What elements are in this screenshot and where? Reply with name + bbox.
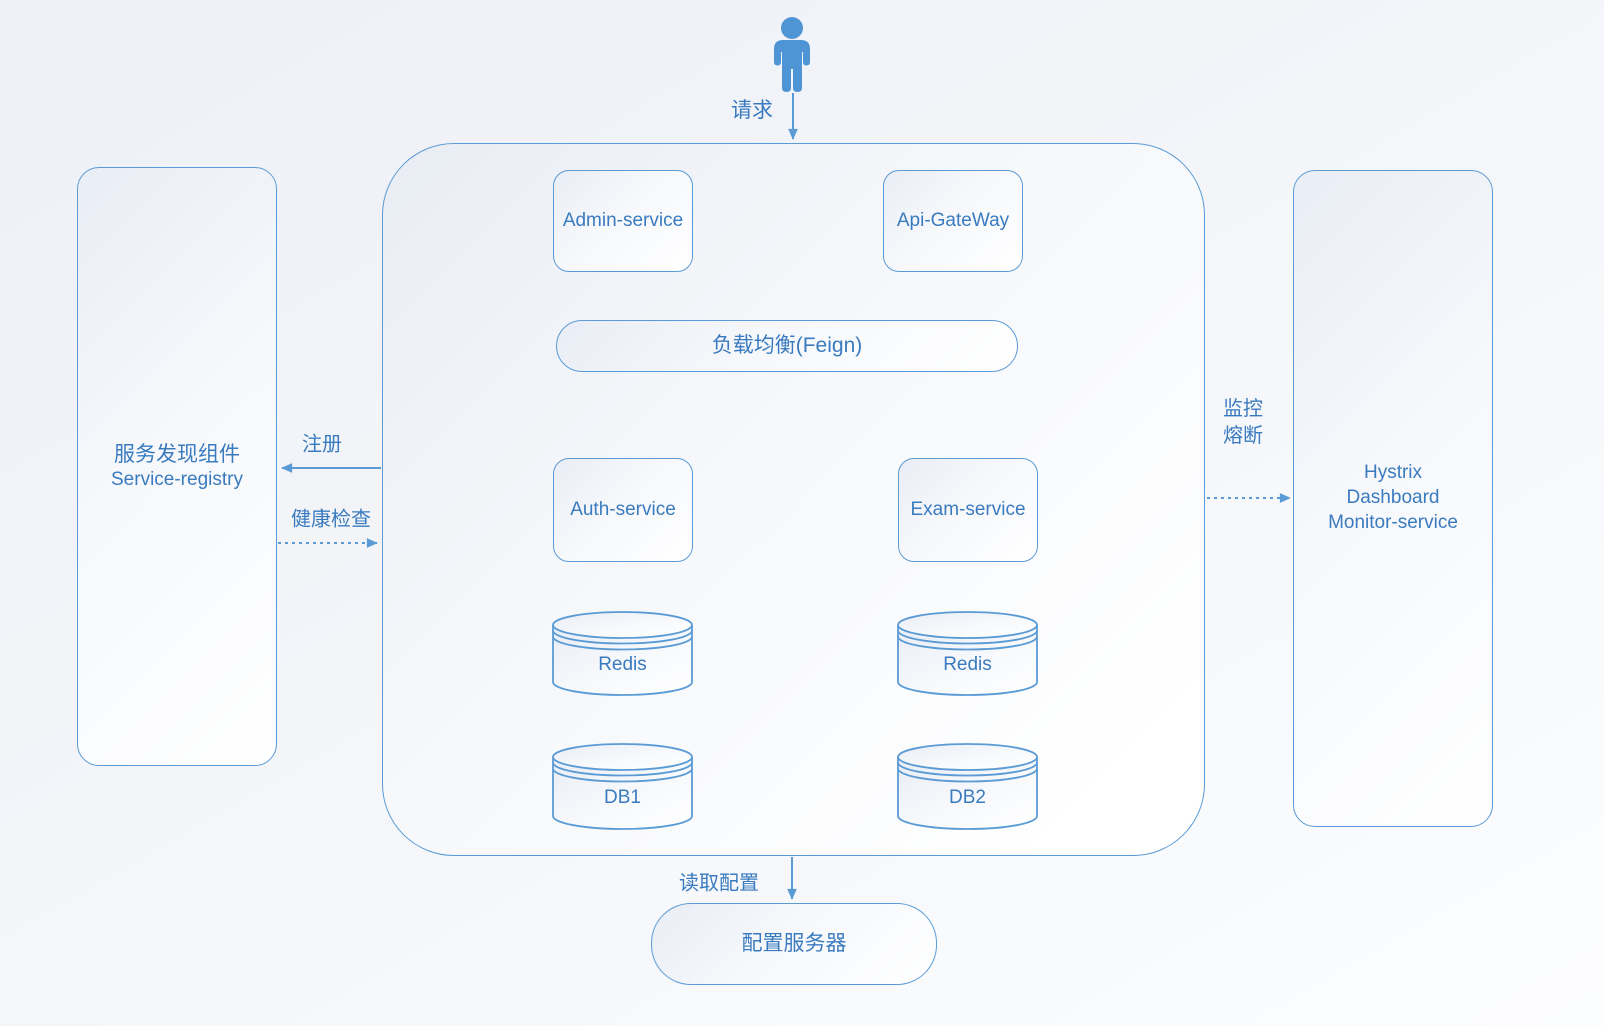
microservice-cluster-container: [382, 143, 1205, 856]
db2-label: DB2: [949, 786, 986, 808]
hystrix-dashboard-node: Hystrix Dashboard Monitor-service: [1293, 170, 1493, 827]
admin-service-label: Admin-service: [562, 209, 684, 231]
monitor-label-line2: 熔断: [1223, 425, 1263, 447]
user-actor-icon: [774, 17, 810, 92]
redis-left-label: Redis: [598, 653, 647, 675]
load-balancer-label: 负载均衡(Feign): [711, 334, 863, 358]
exam-service-node: Exam-service: [898, 458, 1038, 562]
register-label: 注册: [302, 433, 342, 456]
health-check-label: 健康检查: [291, 508, 371, 531]
redis-right-label: Redis: [943, 653, 992, 675]
auth-service-node: Auth-service: [553, 458, 693, 562]
db2-cylinder: DB2: [897, 743, 1038, 830]
api-gateway-label: Api-GateWay: [896, 209, 1010, 231]
load-balancer-node: 负载均衡(Feign): [556, 320, 1018, 372]
auth-service-label: Auth-service: [570, 498, 676, 520]
service-registry-label-cn: 服务发现组件: [114, 442, 240, 466]
read-config-label: 读取配置: [679, 872, 759, 895]
admin-service-node: Admin-service: [553, 170, 693, 272]
monitor-label-line1: 监控: [1223, 398, 1263, 420]
redis-left-cylinder: Redis: [552, 611, 693, 696]
api-gateway-node: Api-GateWay: [883, 170, 1023, 272]
db1-cylinder: DB1: [552, 743, 693, 830]
config-server-label: 配置服务器: [741, 932, 847, 956]
exam-service-label: Exam-service: [910, 498, 1026, 520]
service-registry-label-en: Service-registry: [111, 468, 243, 490]
request-label: 请求: [731, 98, 773, 122]
db1-label: DB1: [604, 786, 641, 808]
hystrix-label-line3: Monitor-service: [1328, 511, 1458, 533]
config-server-node: 配置服务器: [651, 903, 937, 985]
service-registry-node: 服务发现组件 Service-registry: [77, 167, 277, 766]
redis-right-cylinder: Redis: [897, 611, 1038, 696]
hystrix-label-line1: Hystrix: [1363, 462, 1423, 484]
monitor-circuit-label: 监控 熔断: [1223, 396, 1263, 450]
hystrix-label-line2: Dashboard: [1346, 487, 1440, 509]
